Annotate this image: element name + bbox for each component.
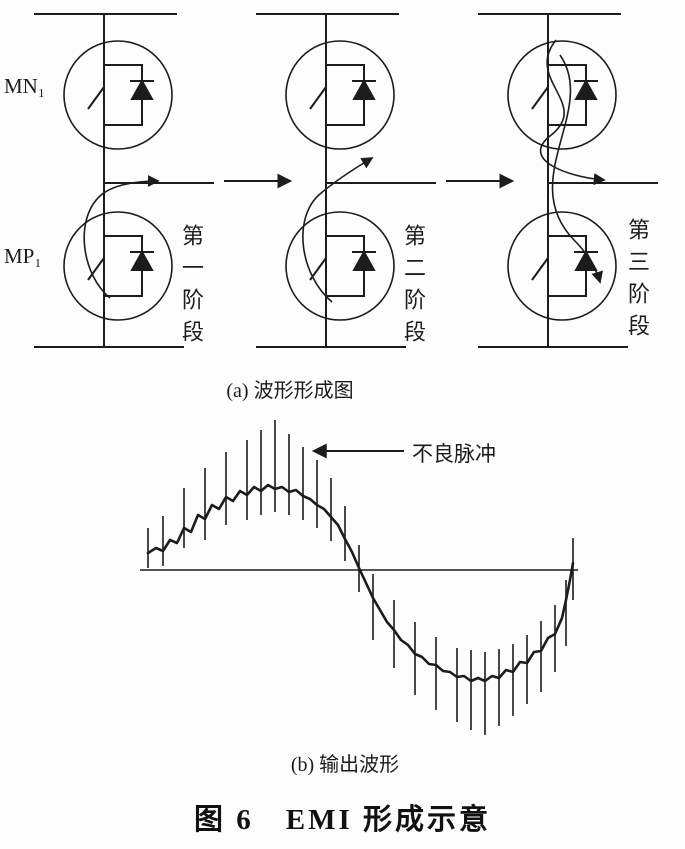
current-arrow-stage-3a — [539, 39, 606, 186]
transistor-label-mn1: MN₁ — [4, 74, 46, 98]
current-arrow-stage-2 — [302, 157, 374, 303]
stage-label-2: 第二阶段 — [401, 224, 426, 352]
figure-title: 图 6 EMI 形成示意 — [193, 804, 491, 836]
caption-panel-a: (a) 波形形成图 — [226, 380, 354, 402]
emi-spikes — [147, 420, 574, 735]
transistor-label-mp1: MP₁ — [4, 244, 42, 268]
current-arrow-stage-3b — [551, 54, 603, 284]
glitch-annotation: 不良脉冲 — [412, 442, 496, 466]
stage-label-1: 第一阶段 — [179, 224, 204, 352]
caption-panel-b: (b) 输出波形 — [290, 754, 400, 776]
current-arrow-stage-1 — [83, 175, 160, 299]
stage-label-3: 第三阶段 — [625, 218, 650, 346]
output-waveform — [146, 483, 575, 683]
